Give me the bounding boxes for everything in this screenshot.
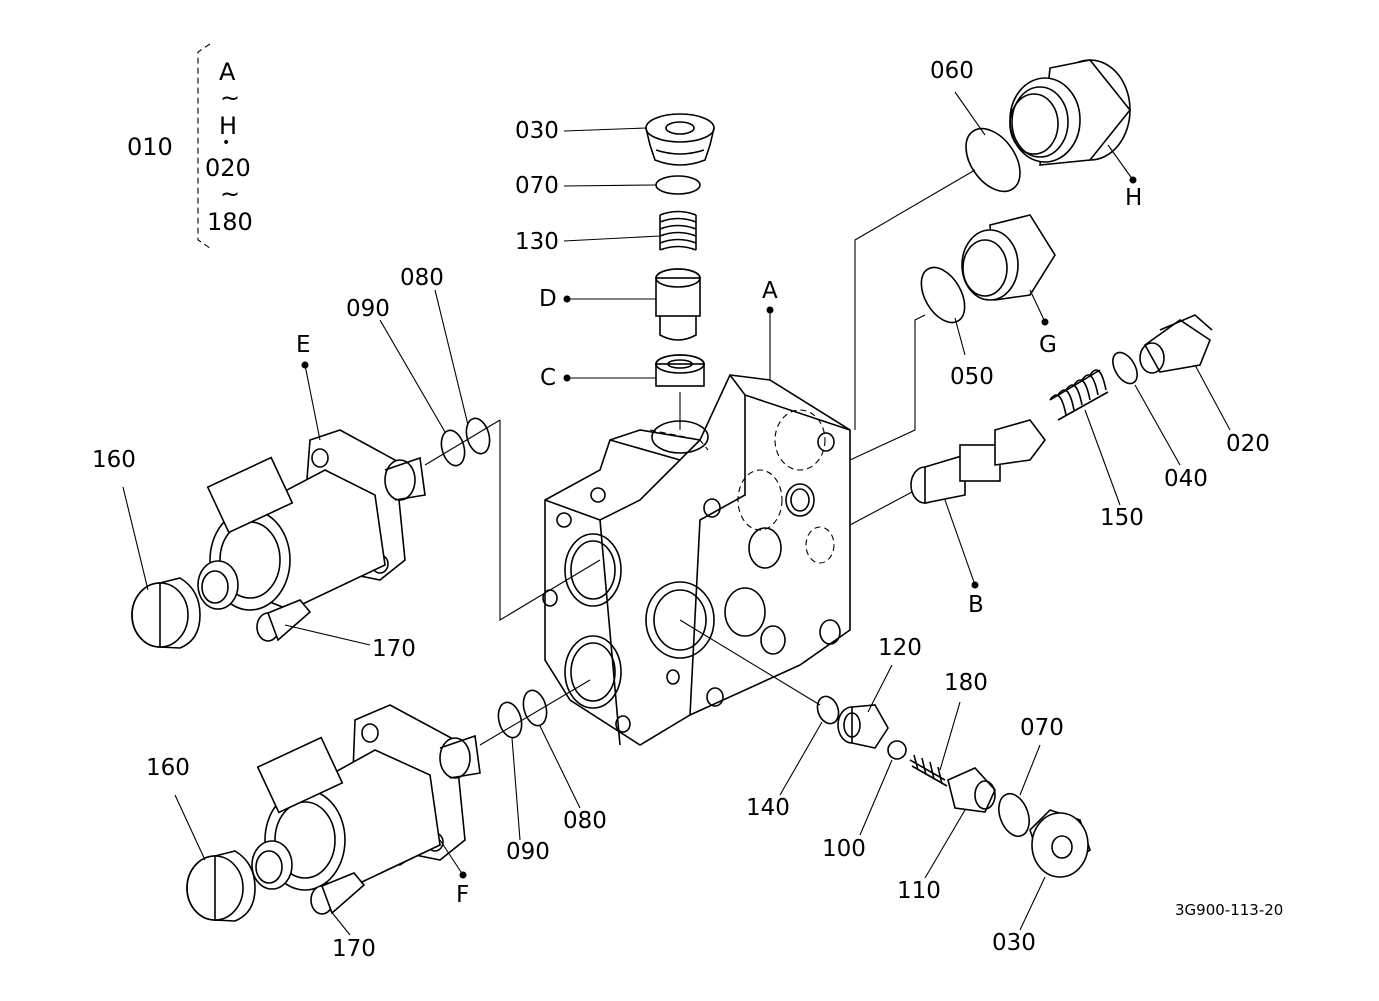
plug-030-bot	[1029, 809, 1091, 878]
callout-160-bot: 160	[146, 755, 190, 781]
callout-e: E	[296, 332, 311, 358]
callout-020: 020	[1226, 431, 1270, 457]
legend-tilde-2: ~	[220, 180, 241, 208]
callout-110: 110	[897, 878, 941, 904]
spool-d	[655, 268, 701, 341]
callout-090-bot: 090	[506, 839, 550, 865]
callout-030-top: 030	[515, 118, 559, 144]
top-plug-030	[645, 113, 715, 166]
callout-130: 130	[515, 229, 559, 255]
callout-140: 140	[746, 795, 790, 821]
oring-040	[1112, 351, 1138, 385]
callout-a: A	[762, 278, 778, 304]
cap-160-top	[131, 577, 201, 649]
bolt-170-bot	[310, 872, 366, 915]
spool-b	[910, 419, 1046, 504]
callout-120: 120	[878, 635, 922, 661]
callout-d: D	[539, 286, 557, 312]
spring-150	[1049, 369, 1109, 421]
oring-050	[920, 266, 966, 324]
callout-160-top: 160	[92, 447, 136, 473]
oring-090-top	[440, 429, 466, 467]
callout-170-top: 170	[372, 636, 416, 662]
bolt-170-top	[256, 599, 312, 642]
callout-f: F	[456, 882, 470, 908]
oring-070-top	[655, 175, 701, 195]
callout-080-top: 080	[400, 265, 444, 291]
sleeve-110	[947, 767, 996, 813]
oring-090-bot	[497, 701, 523, 739]
callout-170-bot: 170	[332, 936, 376, 962]
legend-range-end: H	[219, 112, 238, 140]
legend-main-part: 010	[127, 133, 173, 161]
callout-090-top: 090	[346, 296, 390, 322]
leader-lines	[122, 91, 1231, 936]
callout-b: B	[968, 592, 984, 618]
callout-150: 150	[1100, 505, 1144, 531]
callout-h: H	[1125, 185, 1143, 211]
spring-130	[659, 210, 697, 251]
callout-080-bot: 080	[563, 808, 607, 834]
oring-080-bot	[522, 689, 548, 727]
oring-060	[965, 127, 1021, 193]
valve-body-a	[542, 374, 851, 746]
legend-sub-end: 180	[207, 208, 253, 236]
callout-100: 100	[822, 836, 866, 862]
seat-c	[655, 354, 705, 387]
callout-030-bot: 030	[992, 930, 1036, 956]
oring-140	[816, 695, 840, 725]
spring-180	[909, 754, 948, 787]
legend-range-start: A	[219, 58, 236, 86]
cap-g	[961, 214, 1056, 301]
ball-100	[887, 740, 907, 760]
solenoid-f	[251, 704, 481, 891]
callout-g: G	[1039, 332, 1057, 358]
callout-060: 060	[930, 58, 974, 84]
cap-h	[1009, 59, 1132, 166]
leader-dots	[301, 176, 1137, 879]
callout-180: 180	[944, 670, 988, 696]
solenoid-e	[197, 429, 426, 611]
legend-tilde-1: ~	[220, 84, 241, 112]
plunger-120	[837, 704, 889, 749]
callout-040: 040	[1164, 466, 1208, 492]
oring-080-top	[465, 417, 491, 455]
callout-c: C	[540, 365, 557, 391]
callout-050: 050	[950, 364, 994, 390]
legend-dot-separator: •	[222, 135, 231, 151]
legend-sub-start: 020	[205, 154, 251, 182]
callout-070-top: 070	[515, 173, 559, 199]
drawing-code: 3G900-113-20	[1175, 901, 1284, 919]
oring-070-bot	[998, 792, 1030, 838]
plug-020	[1139, 314, 1213, 374]
callout-070-bot: 070	[1020, 715, 1064, 741]
cap-160-bot	[186, 850, 256, 922]
